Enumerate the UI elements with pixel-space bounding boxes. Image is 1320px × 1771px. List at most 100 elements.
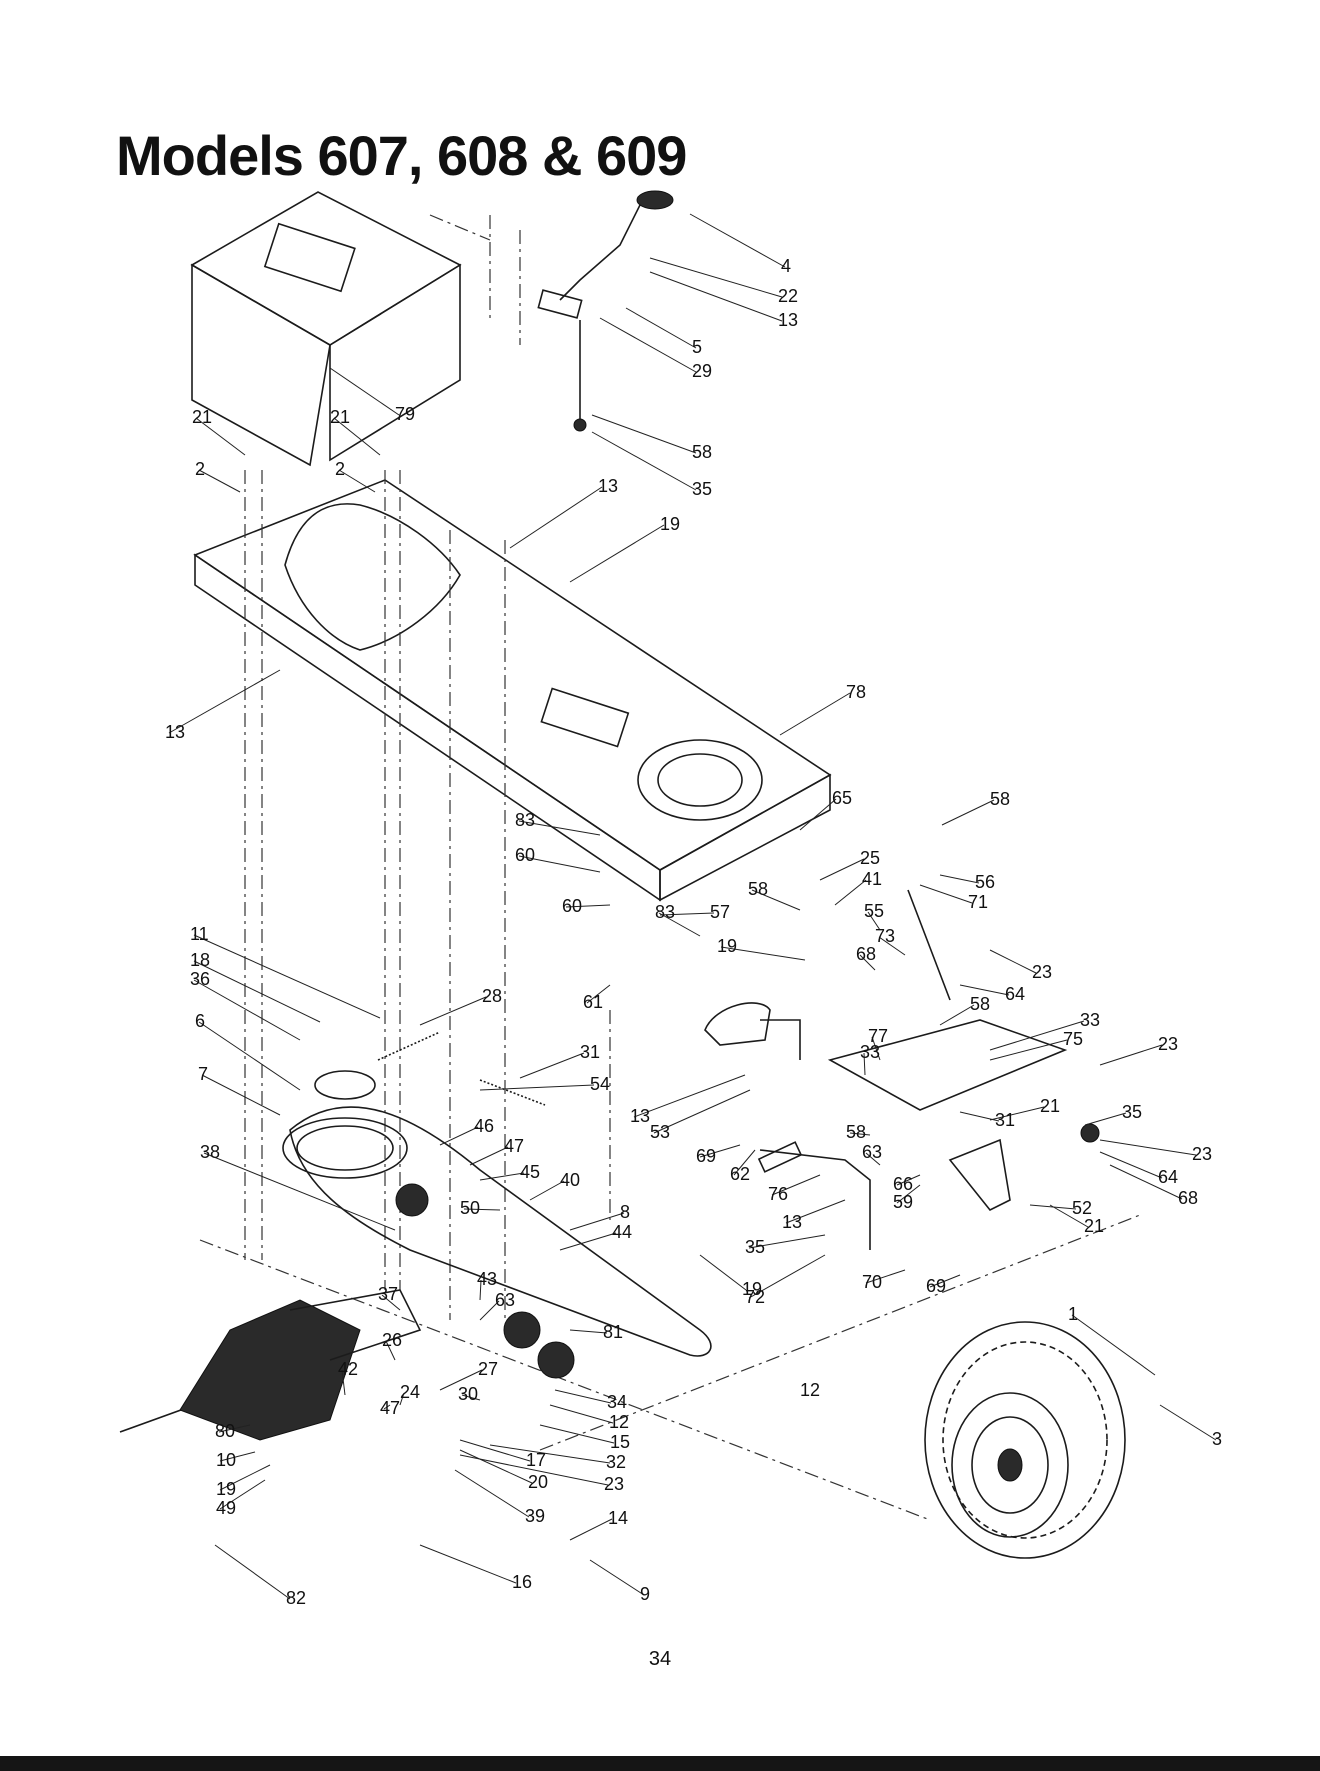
part-callout: 57: [710, 902, 730, 922]
leader-line: [941, 799, 995, 826]
bottom-rule: [0, 1756, 1320, 1771]
leader-line: [1071, 1314, 1156, 1376]
leader-line: [896, 1184, 921, 1204]
part-callout: 19: [216, 1479, 236, 1499]
part-callout: 58: [692, 442, 712, 462]
spring-icon: [377, 1031, 546, 1106]
drive-belt-icon: [289, 1106, 712, 1357]
leader-line: [649, 257, 783, 298]
leader-line: [569, 1518, 613, 1541]
part-callout: 13: [165, 722, 185, 742]
part-callout: 5: [692, 337, 702, 357]
part-callout: 58: [970, 994, 990, 1014]
leader-line: [939, 874, 980, 884]
leader-line: [439, 1369, 483, 1391]
part-callout: 35: [745, 1237, 765, 1257]
part-callout: 13: [782, 1212, 802, 1232]
part-callout: 44: [612, 1222, 632, 1242]
part-callout: 26: [382, 1330, 402, 1350]
leader-line: [459, 1449, 533, 1484]
part-callout: 13: [778, 310, 798, 330]
leader-line: [198, 469, 241, 493]
part-callout: 35: [1122, 1102, 1142, 1122]
leader-line: [989, 1039, 1068, 1061]
part-callout: 66: [893, 1174, 913, 1194]
part-callout: 71: [968, 892, 988, 912]
leader-line: [479, 1084, 595, 1091]
part-callout: 42: [338, 1359, 358, 1379]
leader-line: [720, 946, 806, 961]
leader-line: [599, 317, 697, 373]
leader-line: [565, 904, 611, 908]
part-callout: 31: [580, 1042, 600, 1062]
leader-line: [586, 984, 611, 1004]
part-callout: 16: [512, 1572, 532, 1592]
part-callout: 21: [192, 407, 212, 427]
leader-line: [929, 1274, 961, 1288]
part-callout: 72: [745, 1287, 765, 1307]
part-callout: 11: [190, 924, 209, 944]
part-callout: 3: [1212, 1429, 1222, 1449]
part-callout: 63: [495, 1290, 515, 1310]
leader-line: [214, 1544, 291, 1600]
leader-line: [461, 1394, 481, 1401]
part-callout: 23: [1158, 1034, 1178, 1054]
part-callout: 73: [875, 926, 895, 946]
leader-line: [569, 1212, 625, 1231]
leader-line: [198, 1021, 301, 1091]
part-callout: 23: [1032, 962, 1052, 982]
part-callout: 8: [620, 1202, 630, 1222]
part-callout: 47: [504, 1136, 524, 1156]
part-callout: 33: [1080, 1010, 1100, 1030]
part-callout: 12: [609, 1412, 629, 1432]
part-callout: 68: [1178, 1188, 1198, 1208]
part-callout: 12: [800, 1380, 820, 1400]
tractor-frame-icon: [193, 479, 832, 902]
leader-line: [989, 949, 1037, 974]
brake-pedal-icon: [704, 1002, 871, 1250]
leader-line: [1109, 1164, 1183, 1200]
leader-line: [341, 1369, 346, 1396]
leader-line: [479, 1300, 500, 1321]
leader-line: [699, 1144, 741, 1158]
part-callout: 80: [215, 1421, 235, 1441]
leader-line: [469, 1146, 509, 1166]
leader-line: [1099, 1151, 1163, 1179]
leader-line: [771, 1174, 821, 1196]
leader-line: [591, 431, 697, 491]
leader-line: [385, 1340, 396, 1361]
leader-line: [591, 414, 697, 454]
part-callout: 50: [460, 1198, 480, 1218]
transaxle-icon: [119, 1289, 422, 1441]
leader-line: [649, 271, 783, 322]
leader-line: [896, 1174, 921, 1186]
part-callout: 10: [216, 1450, 236, 1470]
callout-leaders: [168, 213, 1217, 1600]
part-callout: 30: [458, 1384, 478, 1404]
leader-line: [863, 1052, 866, 1076]
leader-line: [479, 1279, 482, 1301]
leader-line: [419, 1544, 517, 1584]
steering-shaft-icon: [537, 190, 674, 432]
part-callout: 32: [606, 1452, 626, 1472]
part-callout: 7: [198, 1064, 208, 1084]
part-callout: 21: [1040, 1096, 1060, 1116]
leader-line: [509, 486, 603, 549]
part-callout: 64: [1158, 1167, 1178, 1187]
part-callout: 68: [856, 944, 876, 964]
leader-line: [218, 1424, 251, 1433]
part-callout: 43: [477, 1269, 497, 1289]
leader-line: [699, 1254, 747, 1291]
part-callout: 62: [730, 1164, 750, 1184]
leader-line: [554, 1389, 612, 1404]
leader-line: [329, 367, 400, 416]
part-callout: 36: [190, 969, 210, 989]
leader-line: [589, 1559, 645, 1596]
leader-line: [219, 1451, 256, 1462]
leader-line: [625, 307, 697, 349]
leader-line: [399, 1392, 405, 1406]
leader-line: [1099, 1044, 1163, 1066]
leader-line: [865, 1152, 881, 1166]
part-callout: 39: [525, 1506, 545, 1526]
part-callout: 55: [864, 901, 884, 921]
